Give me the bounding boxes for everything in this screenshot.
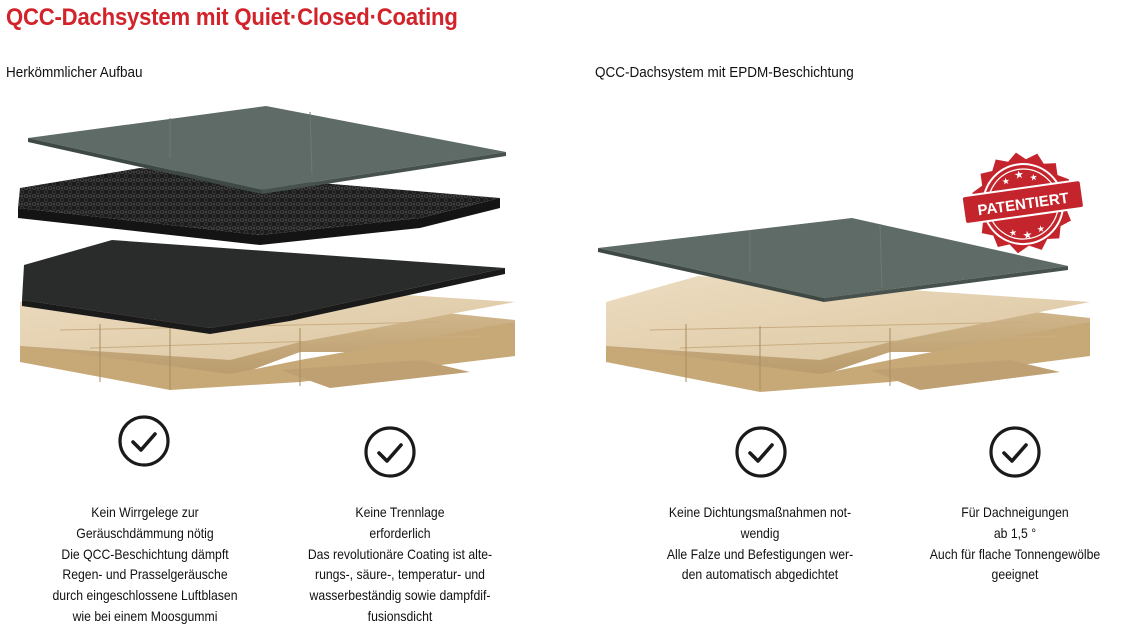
right-panel-heading: QCC-Dachsystem mit EPDM-Beschichtung [595,64,854,81]
tangled-mat-layer [18,168,500,235]
check-circle-icon [735,426,787,478]
check-circle-icon [989,426,1041,478]
qcc-roof-illustration [598,218,1090,392]
feature-text: Keine Dichtungsmaßnahmen not- wendig All… [666,505,854,583]
svg-text:★: ★ [1036,223,1045,234]
svg-text:★: ★ [1001,176,1010,187]
epdm-membrane-layer [598,218,1068,298]
svg-text:★: ★ [1022,229,1034,242]
svg-text:★: ★ [1008,227,1017,238]
page-title: QCC-Dachsystem mit Quiet·Closed·Coating [6,4,458,31]
conventional-roof-illustration [18,106,515,390]
svg-text:★: ★ [1029,172,1038,183]
feature-text: Kein Wirrgelege zur Geräuschdämmung nöti… [52,505,238,624]
check-circle-icon [118,415,170,467]
feature-text: Für Dachneigungen ab 1,5 ° Auch für flac… [929,505,1101,583]
membrane-layer [28,106,506,190]
check-circle-icon [364,426,416,478]
felt-layer [22,240,505,328]
left-panel-heading: Herkömmlicher Aufbau [6,64,143,81]
svg-text:★: ★ [1013,169,1025,182]
patent-stamp: PATENTIERT ★ ★ ★ ★ ★ ★ [962,152,1085,254]
feature-text: Keine Trennlage erforderlich Das revolut… [307,505,493,624]
wood-deck [606,276,1090,392]
